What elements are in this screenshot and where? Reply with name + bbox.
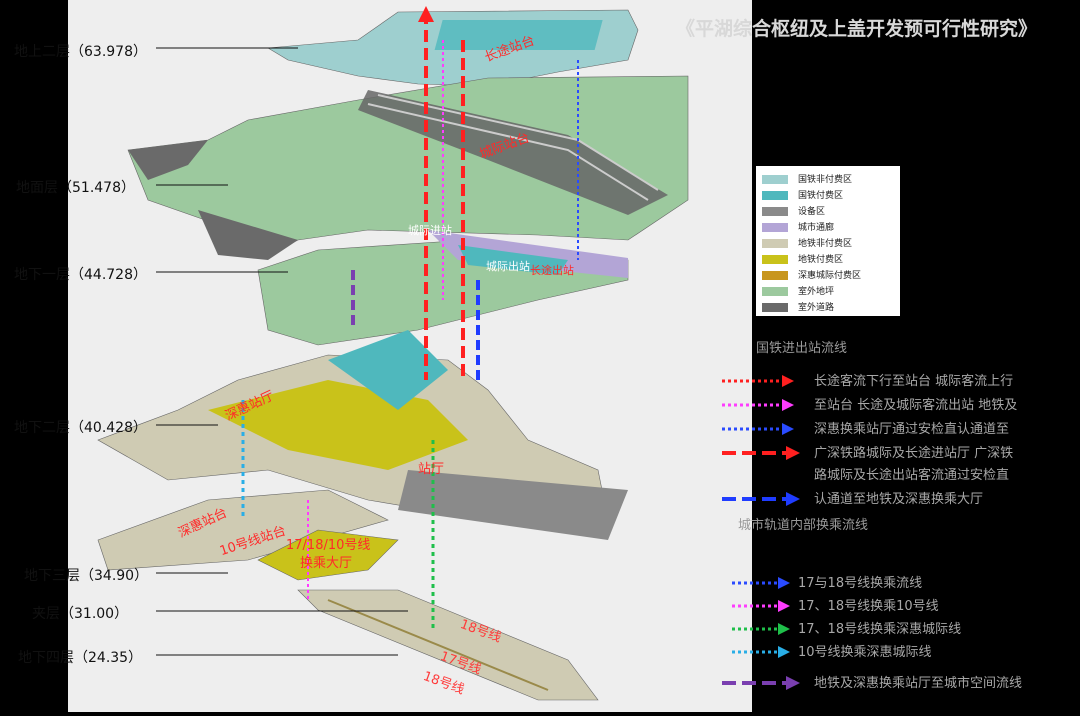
diagram-canvas: 长途站台 城际站台 城际进站 城际出站 长途出站 深惠站厅 站厅 深惠站台 10…: [68, 0, 752, 712]
label-huancheng: 换乘大厅: [300, 556, 353, 571]
flow-arrow-blue-dashed: [722, 492, 800, 506]
legend-swatch: [762, 287, 788, 296]
label-chengji-chuzhan: 城际出站: [486, 260, 530, 273]
level-plus2-paid-zone: [434, 20, 603, 50]
label-zhanting: 站厅: [418, 462, 445, 477]
legend-item: 室外道路: [762, 300, 834, 313]
flow-arrow-purple-dashed: [722, 676, 800, 690]
legend-swatch: [762, 191, 788, 200]
flow-arrow-magenta-dotted: [732, 600, 790, 612]
legend-swatch: [762, 207, 788, 216]
exploded-axonometric-diagram: [97, 6, 689, 701]
ground-road-bottom: [198, 210, 298, 260]
legend-item: 国铁付费区: [762, 188, 843, 201]
legend-swatch: [762, 239, 788, 248]
red-arrowhead-up: [418, 6, 434, 22]
flow-arrow-magenta-dotted: [722, 399, 794, 411]
b1-paid-zone: [458, 245, 568, 275]
label-changtu-chu: 长途出站: [530, 264, 574, 277]
label-line1718: 17/18/10号线: [286, 538, 371, 553]
legend-swatch: [762, 255, 788, 264]
b3-transfer-hall: [257, 529, 399, 581]
rail-tracks: [358, 90, 668, 215]
b2-equipment-zone: [398, 470, 628, 540]
b2-rail-connection: [328, 330, 448, 410]
level-label-b4: 地下四层（24.35）: [18, 650, 143, 666]
track-line-2: [367, 103, 649, 201]
flow-arrow-blue-dotted: [722, 423, 794, 435]
document-title: 《平湖综合枢纽及上盖开发预可行性研究》: [676, 18, 1038, 40]
ground-road-left: [128, 140, 208, 180]
legend-item: 设备区: [762, 204, 825, 217]
section-heading-guotie: 国铁进出站流线: [756, 341, 848, 356]
legend-item: 地铁付费区: [762, 252, 843, 265]
label-chengji-jinzhan: 城际进站: [408, 224, 452, 237]
b1-city-corridor: [428, 230, 628, 278]
legend-item: 地铁非付费区: [762, 236, 852, 249]
level-label-plus2: 地上二层（63.978）: [14, 44, 147, 60]
legend-swatch: [762, 175, 788, 184]
legend-swatch: [762, 303, 788, 312]
flow-arrow-red-dotted: [722, 375, 794, 387]
legend-item: 深惠城际付费区: [762, 268, 861, 281]
level-label-mezzanine: 夹层（31.00）: [32, 606, 129, 622]
level-label-b3: 地下三层（34.90）: [24, 568, 149, 584]
level-label-b2: 地下二层（40.428）: [14, 420, 147, 436]
right-panel: [752, 0, 1080, 712]
level-label-b1: 地下一层（44.728）: [14, 267, 147, 283]
flow-arrow-red-dashed: [722, 446, 800, 460]
flow-arrow-blue-dotted: [732, 577, 790, 589]
flow-arrow-cyan-dotted: [732, 646, 790, 658]
flow-arrow-green-dotted: [732, 623, 790, 635]
b4-track: [327, 599, 549, 691]
level-label-ground: 地面层（51.478）: [16, 180, 135, 196]
section-heading-metro: 城市轨道内部换乘流线: [738, 518, 869, 533]
legend-item: 室外地坪: [762, 284, 834, 297]
legend-swatch: [762, 271, 788, 280]
b2-platform-strip: [97, 489, 389, 571]
color-legend: 国铁非付费区 国铁付费区 设备区 城市通廊 地铁非付费区 地铁付费区 深惠城际付…: [756, 166, 900, 316]
legend-item: 城市通廊: [762, 220, 834, 233]
legend-swatch: [762, 223, 788, 232]
legend-item: 国铁非付费区: [762, 172, 852, 185]
